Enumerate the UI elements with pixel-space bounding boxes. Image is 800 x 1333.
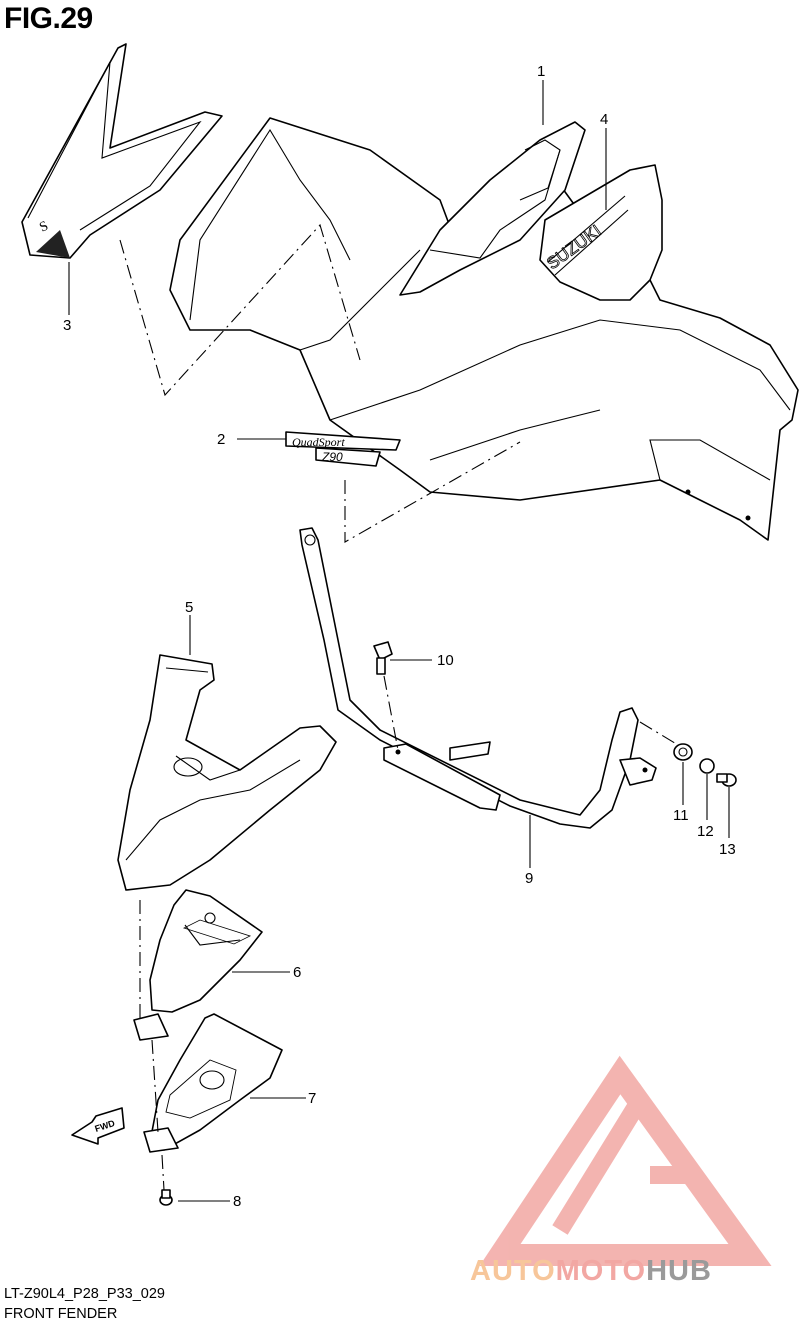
front-fender-main-body[interactable]: [119, 117, 799, 543]
model-decal-text: Z90: [321, 450, 343, 464]
callout-leaders: [68, 80, 730, 1202]
fender-stay-bar-part-9[interactable]: [299, 527, 657, 829]
bolt-part-10[interactable]: [373, 641, 393, 675]
diagram-code: LT-Z90L4_P28_P33_029: [4, 1286, 165, 1302]
collar-part-12[interactable]: [699, 758, 715, 774]
grommet-part-11[interactable]: [673, 743, 693, 761]
watermark-part-moto: MOTO: [555, 1255, 647, 1287]
callout-9: 9: [525, 870, 533, 887]
bracket-tab: [133, 1013, 169, 1041]
callout-numbers: 1 2 3 4 5 6 7 8 9 10 11 12 13: [63, 63, 736, 1210]
callout-5: 5: [185, 599, 193, 616]
lower-guard-part-7[interactable]: [149, 1013, 283, 1151]
svg-text:QuadSport: QuadSport: [292, 435, 345, 449]
watermark-brand-text: AUTOMOTOHUB: [470, 1255, 712, 1288]
callout-3: 3: [63, 317, 71, 334]
callout-11: 11: [673, 807, 689, 824]
callout-2: 2: [217, 431, 225, 448]
front-cover-part-5[interactable]: [117, 654, 337, 891]
screw-part-8[interactable]: [159, 1189, 173, 1206]
callout-7: 7: [308, 1090, 316, 1107]
fwd-arrow-icon: FWD: [71, 1107, 125, 1145]
watermark-part-hub: HUB: [646, 1255, 712, 1287]
callout-6: 6: [293, 964, 301, 981]
footer: LT-Z90L4_P28_P33_029 FRONT FENDER: [4, 1284, 165, 1324]
side-decal-part-3[interactable]: S: [21, 43, 223, 259]
callout-1: 1: [537, 63, 545, 80]
bolt-part-13[interactable]: [716, 773, 737, 787]
watermark-logo-triangle: [479, 1055, 772, 1266]
suzuki-emblem-panel-part-4[interactable]: SUZUKI: [539, 164, 663, 301]
diagram-caption: FRONT FENDER: [4, 1306, 118, 1322]
callout-4: 4: [600, 111, 608, 128]
callout-10: 10: [437, 652, 454, 669]
callout-8: 8: [233, 1193, 241, 1210]
fender-cover-part-1[interactable]: [399, 121, 586, 296]
figure-title: FIG.29: [4, 2, 93, 35]
inner-cover-part-6[interactable]: [149, 889, 263, 1013]
quadsport-decal-part-2[interactable]: QuadSport Z90: [285, 431, 401, 467]
callout-13: 13: [719, 841, 736, 858]
bracket-tab-lower: [143, 1127, 179, 1153]
watermark-part-auto: AUTO: [470, 1255, 556, 1287]
callout-12: 12: [697, 823, 714, 840]
